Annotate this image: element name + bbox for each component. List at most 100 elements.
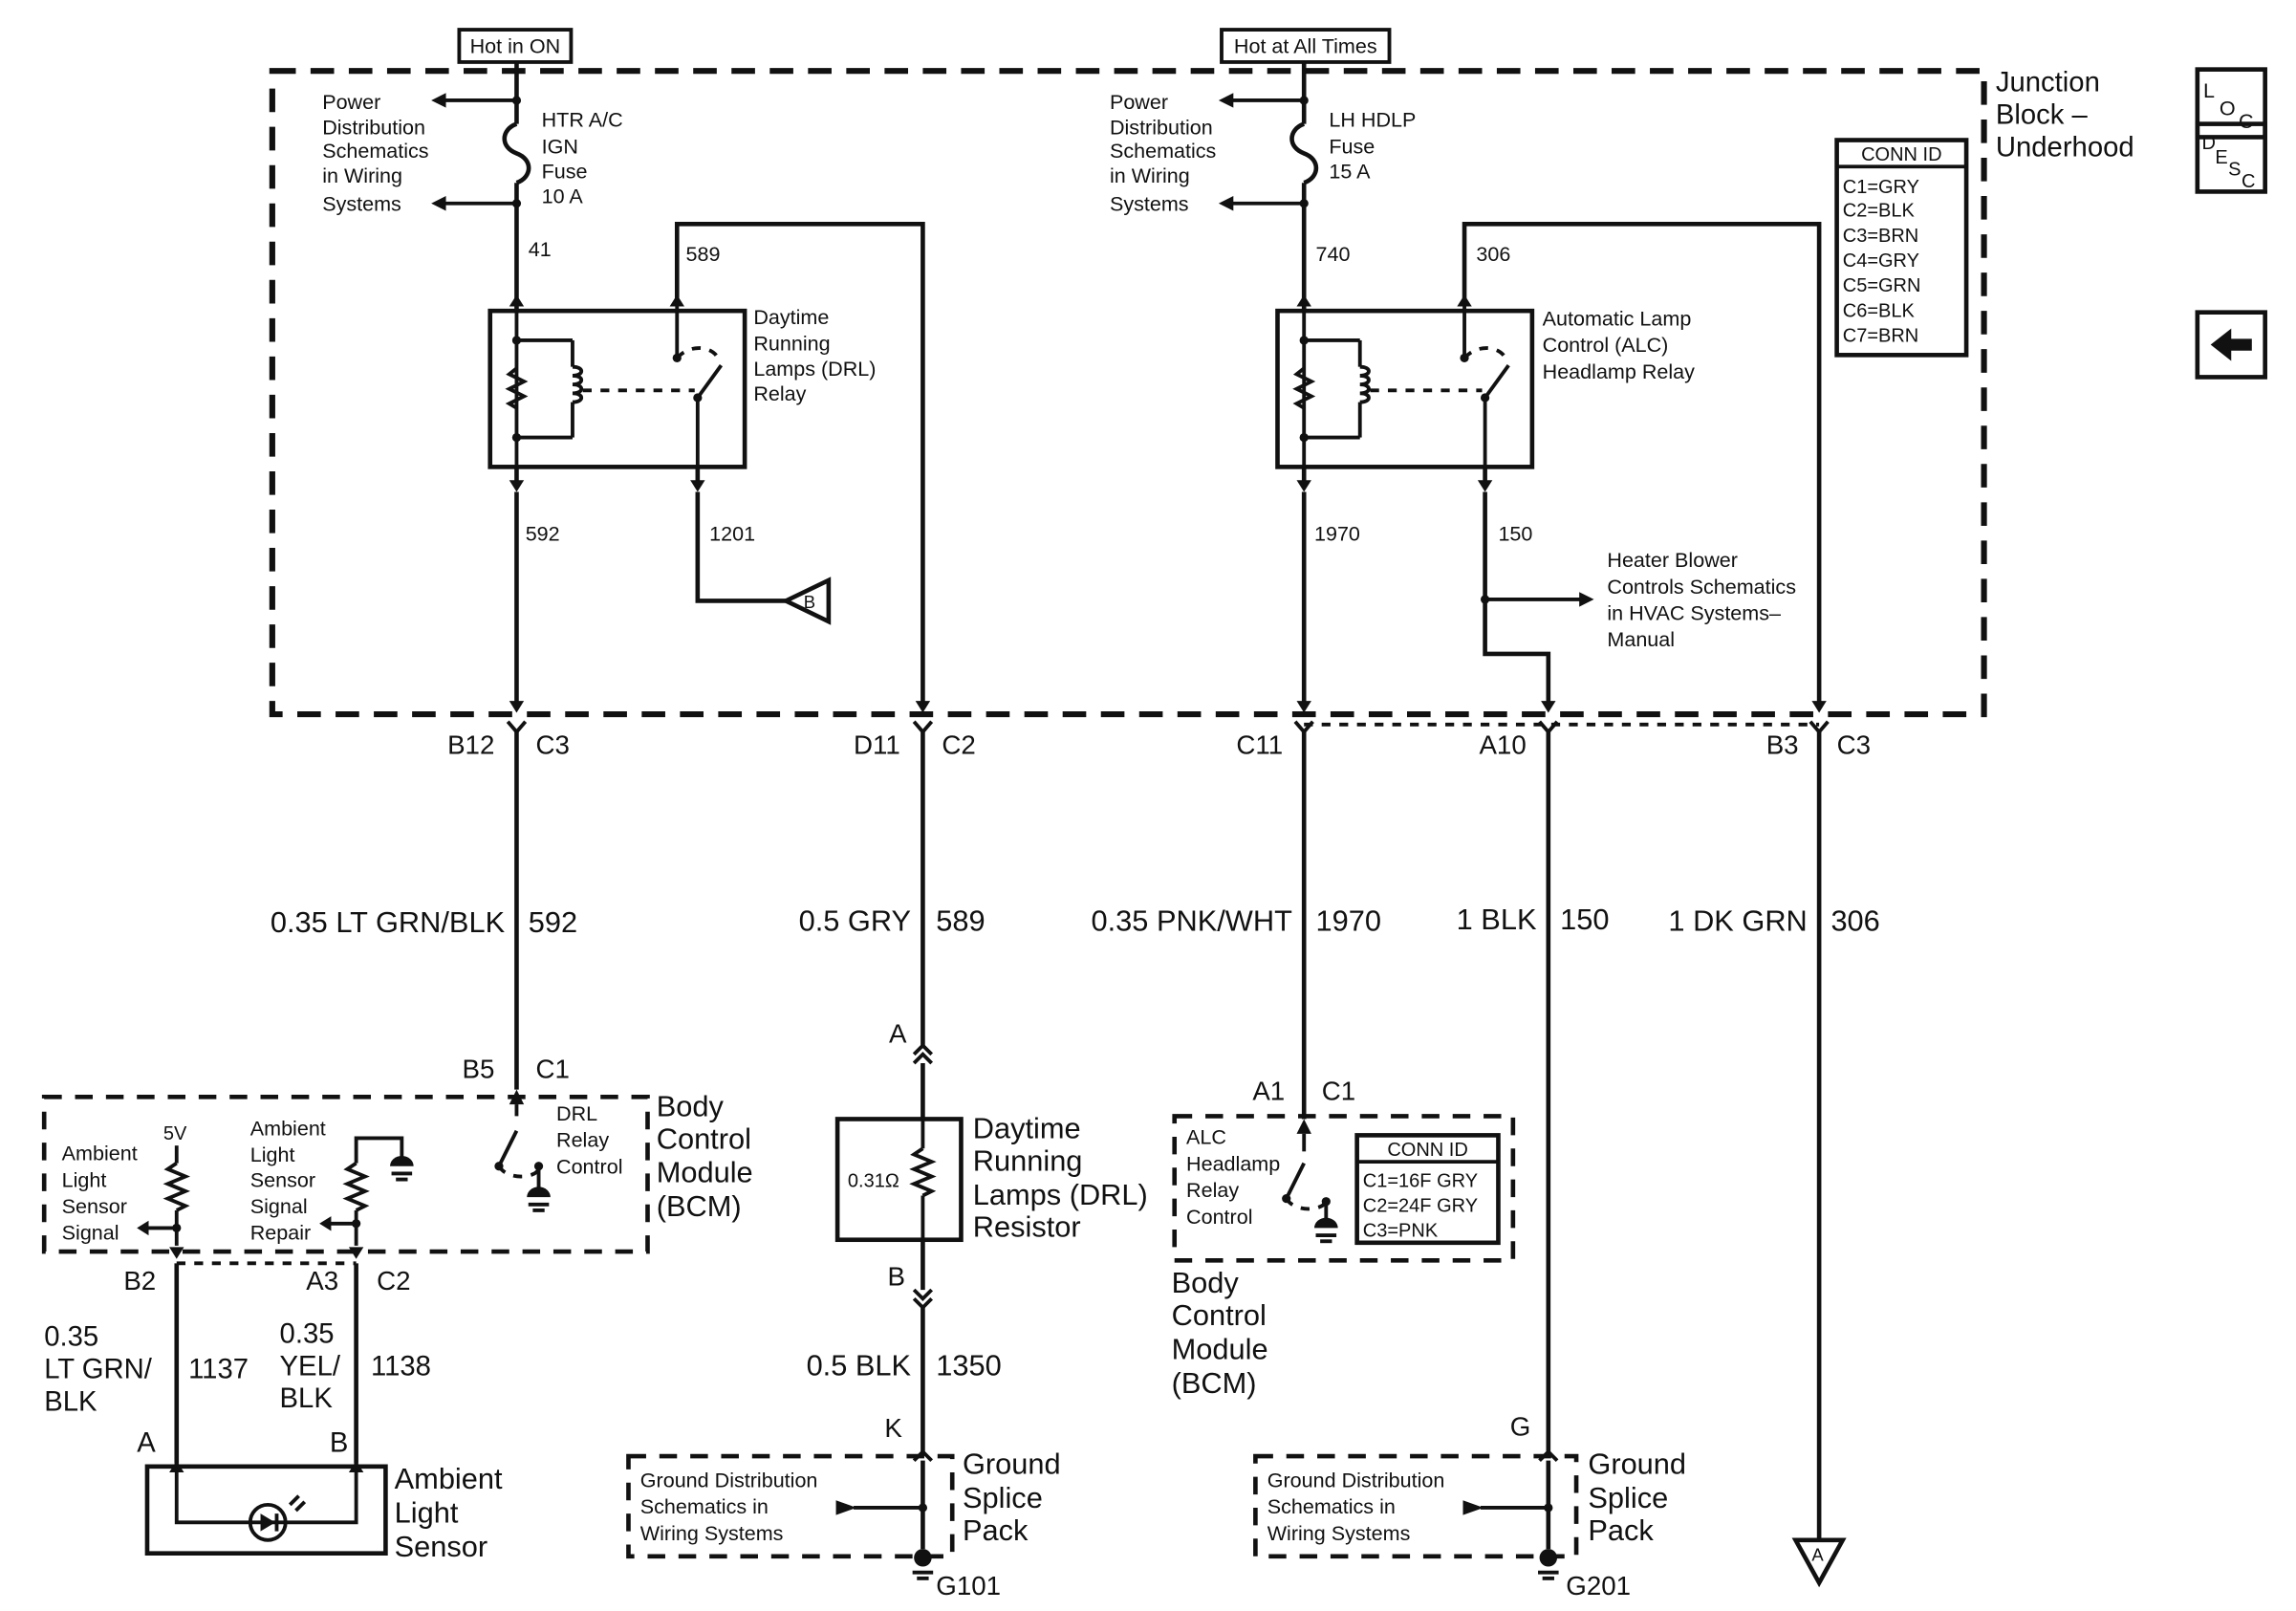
- drl-relay-label: Daytime Running Lamps (DRL) Relay: [753, 305, 881, 405]
- svg-text:O: O: [2220, 96, 2236, 120]
- svg-text:C2=24F GRY: C2=24F GRY: [1363, 1195, 1478, 1216]
- circuit-41: 41: [529, 237, 552, 261]
- svg-text:C: C: [2242, 171, 2255, 192]
- svg-text:C: C: [2239, 109, 2254, 133]
- conn-b5: B5: [462, 1054, 494, 1083]
- conn-a1: A1: [1252, 1076, 1285, 1105]
- conn-c1-left: C1: [535, 1054, 569, 1083]
- circuit-740: 740: [1316, 242, 1351, 266]
- ambient-signal-label: Ambient Light Sensor Signal: [62, 1142, 143, 1245]
- svg-text:C5=GRN: C5=GRN: [1843, 275, 1921, 296]
- svg-text:CONN ID: CONN ID: [1387, 1140, 1467, 1161]
- wire-1137-num: 1137: [188, 1354, 249, 1384]
- circuit-589: 589: [686, 242, 721, 266]
- ref-a: A: [1811, 1544, 1824, 1564]
- arrow-heater-blower: [1579, 592, 1594, 607]
- circuit-306: 306: [1476, 242, 1510, 266]
- svg-text:C7=BRN: C7=BRN: [1843, 325, 1918, 346]
- conn-c3-right: C3: [1837, 730, 1871, 760]
- drl-resistor-label: Daytime Running Lamps (DRL) Resistor: [973, 1111, 1157, 1243]
- ambient-light-sensor-label: Ambient Light Sensor: [395, 1462, 510, 1563]
- drl-resistor: [834, 1042, 964, 1452]
- arrow-left-icon[interactable]: [2195, 310, 2267, 380]
- wire-306-gauge: 1 DK GRN: [1668, 903, 1807, 937]
- arrow-589: [915, 701, 931, 713]
- wire-150-gauge: 1 BLK: [1457, 903, 1537, 936]
- ground-splice-pack-g201: [1253, 1448, 1579, 1580]
- conn-sensor-b: B: [330, 1427, 349, 1458]
- conn-d11: D11: [854, 730, 900, 760]
- wire-589-num: 589: [936, 903, 985, 937]
- ref-b: B: [804, 592, 815, 612]
- heater-blower-label: Heater Blower Controls Schematics in HVA…: [1607, 548, 1802, 651]
- ground-dist-left-label: Ground Distribution Schematics in Wiring…: [640, 1468, 824, 1544]
- wire-150-num: 150: [1560, 903, 1609, 936]
- svg-text:CONN ID: CONN ID: [1861, 144, 1941, 165]
- htr-fuse-section: [431, 61, 531, 302]
- ground-splice-pack-g101: [626, 1448, 955, 1580]
- conn-b3: B3: [1766, 730, 1799, 760]
- svg-text:D: D: [2201, 133, 2215, 154]
- conn-id-bcm: CONN ID C1=16F GRY C2=24F GRY C3=PNK: [1354, 1133, 1501, 1246]
- conn-b12: B12: [447, 730, 494, 760]
- svg-text:C6=BLK: C6=BLK: [1843, 300, 1916, 321]
- wire-1350-num: 1350: [936, 1348, 1001, 1382]
- circuit-150: 150: [1498, 521, 1532, 545]
- jb-connector-row: [506, 720, 1830, 735]
- wire-1970-gauge: 0.35 PNK/WHT: [1092, 903, 1293, 937]
- drl-relay: [487, 294, 747, 492]
- hot-in-on-label: Hot in ON: [470, 34, 561, 58]
- lh-hdlp-fuse-section: [1218, 61, 1319, 302]
- arrow-1970: [1296, 701, 1311, 713]
- wire-1350-gauge: 0.5 BLK: [807, 1348, 912, 1382]
- conn-a10: A10: [1479, 730, 1526, 760]
- power-dist-left-label: Power Distribution Schematics in Wiring …: [322, 90, 434, 215]
- conn-k: K: [884, 1413, 902, 1443]
- resistor-value: 0.31Ω: [848, 1170, 899, 1191]
- bcm-right-title: Body Control Module (BCM): [1172, 1266, 1277, 1400]
- arrow-150: [1541, 701, 1556, 713]
- svg-text:C3=PNK: C3=PNK: [1363, 1221, 1439, 1242]
- svg-text:C4=GRY: C4=GRY: [1843, 250, 1919, 272]
- svg-text:C3=BRN: C3=BRN: [1843, 226, 1918, 247]
- ground-g101: G101: [936, 1571, 1001, 1600]
- loc-button[interactable]: L O C: [2195, 67, 2267, 140]
- wire-592-num: 592: [529, 905, 577, 939]
- bcm-right-outline: [1172, 1114, 1516, 1263]
- ground-g201: G201: [1566, 1571, 1631, 1600]
- arrow-306: [1811, 701, 1827, 713]
- junction-block-outline: [269, 68, 1987, 718]
- wire-1137-gauge: 0.35 LT GRN/ BLK: [44, 1322, 160, 1418]
- ambient-repair-label: Ambient Light Sensor Signal Repair: [250, 1116, 332, 1244]
- ref-b-triangle: [780, 577, 832, 625]
- ground-dist-right-label: Ground Distribution Schematics in Wiring…: [1267, 1468, 1451, 1544]
- circuit-1970: 1970: [1314, 521, 1360, 545]
- ambient-light-sensor: [144, 1460, 388, 1556]
- alc-relay-control-label: ALC Headlamp Relay Control: [1186, 1125, 1286, 1229]
- circuit-1201: 1201: [709, 521, 755, 545]
- conn-b2: B2: [123, 1266, 156, 1295]
- svg-text:E: E: [2215, 147, 2227, 168]
- wire-306-num: 306: [1830, 903, 1879, 937]
- drl-relay-control-switch: [494, 1089, 551, 1212]
- wire-592-gauge: 0.35 LT GRN/BLK: [271, 905, 506, 939]
- res-pin-b: B: [887, 1261, 904, 1291]
- conn-c11: C11: [1236, 730, 1283, 760]
- circuit-592: 592: [526, 521, 560, 545]
- conn-a3: A3: [306, 1266, 338, 1295]
- wire-589-gauge: 0.5 GRY: [799, 903, 911, 937]
- alc-relay-control-switch: [1282, 1119, 1338, 1244]
- htr-fuse-label: HTR A/C IGN Fuse 10 A: [542, 108, 629, 208]
- wire-150-internal: [1483, 491, 1551, 705]
- desc-button[interactable]: D E S C: [2195, 121, 2267, 194]
- wire-1138-gauge: 0.35 YEL/ BLK: [280, 1319, 349, 1415]
- conn-sensor-a: A: [137, 1427, 156, 1458]
- drl-relay-control-label: DRL Relay Control: [556, 1101, 622, 1178]
- ground-splice-right-label: Ground Splice Pack: [1588, 1448, 1694, 1547]
- lh-hdlp-fuse-label: LH HDLP Fuse 15 A: [1329, 108, 1421, 184]
- conn-id-junction-block: CONN ID C1=GRY C2=BLK C3=BRN C4=GRY C5=G…: [1834, 138, 1969, 358]
- hot-at-all-times-label: Hot at All Times: [1234, 34, 1377, 58]
- alc-relay: [1275, 294, 1535, 492]
- alc-relay-label: Automatic Lamp Control (ALC) Headlamp Re…: [1543, 307, 1698, 383]
